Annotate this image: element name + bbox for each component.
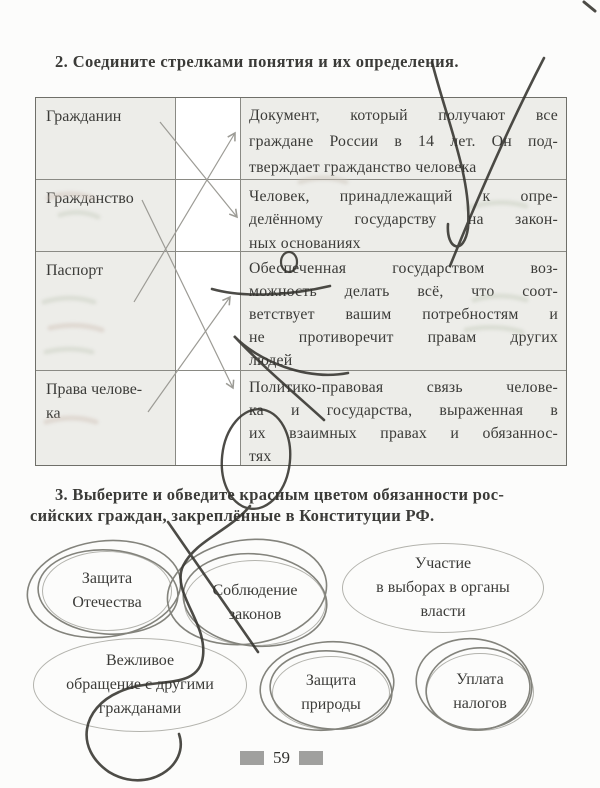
option-label: Уплата <box>456 671 504 688</box>
option-label: гражданами <box>98 700 182 717</box>
connector-cell <box>176 251 241 371</box>
task3-title-line: 3. Выберите и обведите красным цветом об… <box>55 485 505 504</box>
definition-line: не противоречит правам других <box>249 328 558 346</box>
definition-line: Обеспеченная государством воз- <box>249 259 558 277</box>
task3-title: 3. Выберите и обведите красным цветом об… <box>30 484 575 526</box>
option-label: обращение с другими <box>66 676 214 693</box>
task2-title: 2. Соедините стрелками понятия и их опре… <box>55 52 459 71</box>
option-label: Вежливое <box>105 652 175 669</box>
option-label: Защита <box>305 672 357 689</box>
connector-cell <box>176 179 241 252</box>
term-text: Гражданин <box>46 108 122 125</box>
definition-line: можность делать всё, что соот- <box>249 282 558 300</box>
option-oval-zashchita-prirody: Защита природы <box>272 656 390 730</box>
option-oval-uchastie-v-vyborakh: Участие в выборах в органы власти <box>342 543 544 633</box>
term-text: Гражданство <box>46 189 134 207</box>
definition-line: тверждает гражданство человека <box>249 159 477 176</box>
connector-cell <box>176 370 241 465</box>
definition-line: Человек, принадлежащий к опре- <box>249 187 558 205</box>
term-cell: Паспорт <box>36 251 176 371</box>
option-oval-vezhlivoe-obrashchenie: Вежливое обращение с другими гражданами <box>33 638 247 732</box>
definition-line: их взаимных правах и обязаннос- <box>249 424 558 442</box>
definition-line: людей <box>249 351 293 369</box>
definitions-table: Гражданин Документ, который получают все… <box>35 97 567 466</box>
definition-line: делённому государству на закон- <box>249 211 558 228</box>
definition-line: ка и государства, выраженная в <box>249 401 558 419</box>
definition-line: ных основаниях <box>249 234 361 252</box>
option-label: Участие <box>414 555 472 572</box>
term-text: Права челове- <box>46 380 143 398</box>
definition-line: граждане России в 14 лет. Он под- <box>249 133 558 150</box>
definition-line: ветствует вашим потребностям и <box>249 305 558 323</box>
option-oval-uplata-nalogov: Уплата налогов <box>426 653 534 731</box>
page-number: 59 <box>273 748 290 767</box>
term-cell: Права челове- ка <box>36 370 176 465</box>
option-label: Соблюдение <box>212 582 298 599</box>
term-cell: Гражданство <box>36 179 176 252</box>
option-label: налогов <box>453 695 507 712</box>
definition-line: Политико-правовая связь челове- <box>249 378 558 396</box>
connector-cell <box>176 98 241 180</box>
definition-cell: Документ, который получают все граждане … <box>241 98 566 180</box>
option-oval-soblyudenie-zakonov: Соблюдение законов <box>184 560 326 646</box>
option-label: природы <box>301 696 361 713</box>
term-text: Паспорт <box>46 261 104 279</box>
definition-cell: Политико-правовая связь челове- ка и гос… <box>241 370 566 465</box>
footer-square <box>240 751 264 765</box>
definition-line: тях <box>249 447 272 465</box>
option-label: власти <box>420 603 466 620</box>
task3-title-line: сийских граждан, закреплённые в Конститу… <box>30 506 435 525</box>
option-oval-zashchita-otechestva: Защита Отечества <box>42 551 172 631</box>
footer-square <box>299 751 323 765</box>
option-label: в выборах в органы <box>376 579 510 596</box>
option-label: законов <box>228 606 282 623</box>
term-text: ка <box>46 404 61 422</box>
definition-cell: Человек, принадлежащий к опре- делённому… <box>241 179 566 252</box>
page-footer: 59 <box>240 748 323 768</box>
definition-line: Документ, который получают все <box>249 107 558 124</box>
option-label: Защита <box>81 570 133 587</box>
option-label: Отечества <box>72 594 142 611</box>
term-cell: Гражданин <box>36 98 176 180</box>
definition-cell: Обеспеченная государством воз- можность … <box>241 251 566 371</box>
